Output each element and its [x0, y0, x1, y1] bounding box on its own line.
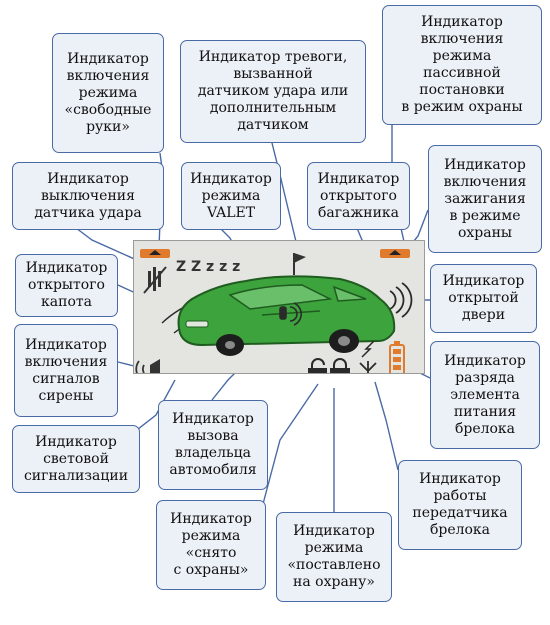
lock-open-icon	[308, 358, 327, 373]
label-line: Индикатор	[419, 471, 501, 487]
label-line: брелока	[454, 420, 516, 437]
label-line: Индикатор	[35, 433, 117, 450]
label-line: багажника	[317, 204, 400, 221]
label-line: Индикатор	[25, 336, 107, 353]
siren-wave-icon	[135, 359, 160, 373]
label-line: Индикатор	[25, 260, 108, 276]
sleep-icon: Z Z z z z	[176, 259, 241, 275]
label-line: Индикатор	[444, 156, 526, 173]
label-line: Индикатор	[317, 170, 400, 187]
label-line: дополнительным	[209, 100, 337, 116]
label-line: с охраны»	[173, 562, 249, 578]
label-line: работы	[433, 488, 487, 504]
label-line: Индикатор	[444, 352, 526, 369]
label-line: выключения	[41, 187, 135, 204]
label-line: руки»	[86, 118, 130, 135]
label-line: датчиком удара или	[197, 83, 349, 99]
label-line: разряда	[455, 369, 515, 386]
label-line: в режиме	[449, 207, 521, 224]
label-line: «свободные	[64, 101, 152, 118]
label-line: сирены	[38, 387, 94, 404]
label-line: «поставлено	[287, 557, 381, 573]
label-line: включения	[24, 353, 108, 370]
label-line: режима	[181, 528, 241, 544]
label-line: в режим охраны	[401, 99, 523, 115]
lcd-panel: Z Z z z z	[133, 240, 425, 374]
label-line: капота	[41, 294, 92, 310]
label-line: режима	[432, 48, 492, 64]
label-line: на охрану»	[293, 574, 375, 590]
label-line: питания	[453, 403, 517, 420]
label-line: пассивной	[423, 65, 501, 81]
label-line: открытой	[448, 290, 519, 306]
battery-icon	[389, 341, 405, 373]
label-line: брелока	[429, 522, 491, 538]
door-wave-icon	[389, 282, 413, 318]
label-line: двери	[461, 307, 506, 323]
label-line: Индикатор тревоги,	[198, 49, 348, 65]
left-marker-arrow	[149, 250, 161, 255]
label-line: датчика удара	[34, 204, 142, 221]
alarm-flag-icon	[293, 253, 306, 275]
label-line: сигналов	[32, 370, 100, 387]
owner-call-icon	[279, 302, 302, 326]
label-line: датчиком	[237, 117, 309, 133]
label-line: Индикатор	[67, 50, 149, 67]
label-line: световой	[43, 450, 109, 467]
antenna-icon	[359, 340, 377, 373]
shock-off-icon	[143, 266, 167, 294]
label-line: передатчика	[412, 505, 508, 521]
label-line: открытого	[320, 187, 397, 204]
label-line: постановки	[419, 82, 505, 98]
label-line: включения	[443, 173, 527, 190]
label-line: Индикатор	[421, 14, 503, 30]
right-marker-arrow	[389, 250, 401, 255]
label-line: Индикатор	[190, 170, 272, 187]
label-line: зажигания	[444, 190, 526, 207]
label-line: Индикатор	[293, 523, 375, 539]
label-line: режима	[78, 84, 138, 101]
lock-closed-icon	[330, 358, 350, 373]
label-line: режима	[201, 187, 261, 204]
label-line: автомобиля	[169, 462, 257, 478]
label-line: «снято	[185, 545, 237, 561]
label-line: VALET	[206, 204, 256, 221]
label-line: включения	[66, 67, 150, 84]
label-line: вызванной	[233, 66, 313, 82]
label-line: Индикатор	[47, 170, 129, 187]
label-line: открытого	[28, 277, 105, 293]
label-line: режима	[304, 540, 364, 556]
label-line: вызова	[187, 428, 239, 444]
label-line: охраны	[457, 224, 513, 241]
label-line: Индикатор	[442, 273, 525, 289]
label-line: сигнализации	[23, 467, 129, 484]
label-line: включения	[420, 31, 504, 47]
label-line: элемента	[450, 386, 520, 403]
label-line: Индикатор	[172, 411, 254, 427]
label-line: Индикатор	[170, 511, 252, 527]
label-line: владельца	[175, 445, 251, 461]
